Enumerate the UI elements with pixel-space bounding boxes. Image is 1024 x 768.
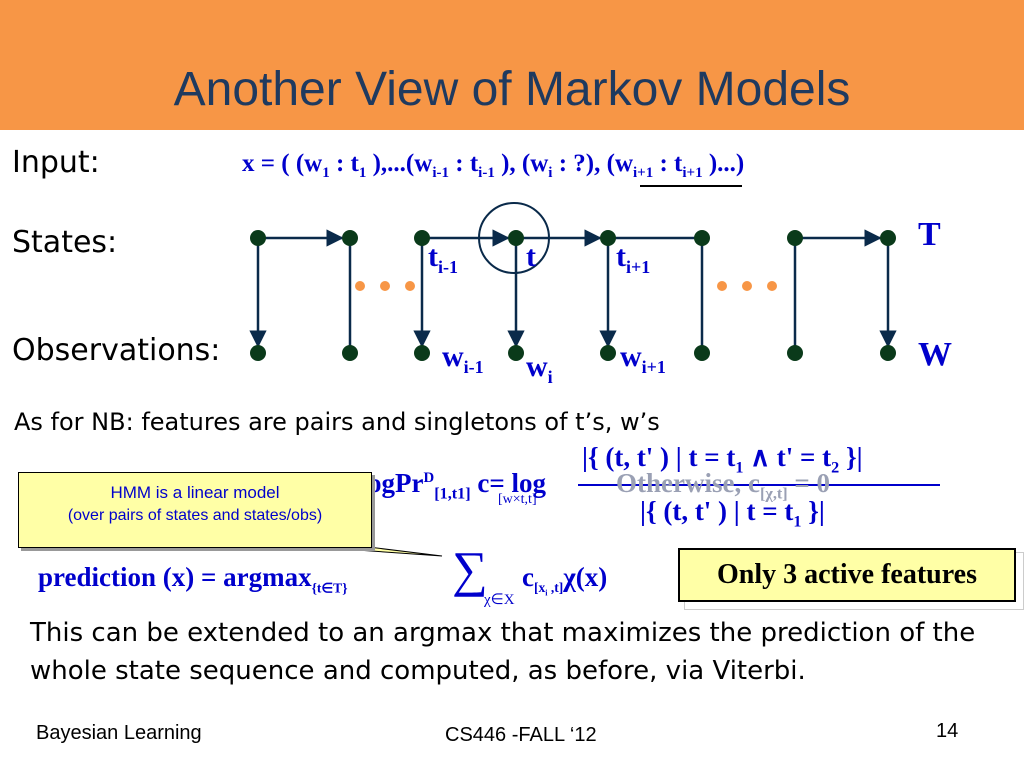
- footer-center: CS446 -FALL ‘12: [445, 724, 597, 746]
- nb-features-text: As for NB: features are pairs and single…: [14, 408, 660, 436]
- obs-label-W: W: [918, 336, 952, 373]
- obs-label-w-im1: wi-1: [442, 340, 484, 377]
- observation-node: [787, 345, 803, 361]
- formula-denominator: |{ (t, t' ) | t = t1 }|: [640, 496, 825, 531]
- state-label-T: T: [918, 216, 941, 253]
- observation-node: [880, 345, 896, 361]
- state-node: [508, 230, 524, 246]
- state-node: [880, 230, 896, 246]
- prediction-formula: prediction (x) = argmax{t∈T}: [38, 562, 348, 596]
- observation-node: [694, 345, 710, 361]
- prediction-term: c[xi ,t]χ(x): [522, 562, 608, 599]
- hmm-linear-model-callout: HMM is a linear model (over pairs of sta…: [18, 472, 372, 548]
- state-label-t: t: [526, 240, 536, 273]
- input-label: Input:: [12, 145, 100, 180]
- page-number: 14: [936, 720, 959, 742]
- callout-line-2: (over pairs of states and states/obs): [67, 507, 323, 524]
- state-label-t-ip1: ti+1: [616, 240, 651, 277]
- observation-node: [342, 345, 358, 361]
- obs-label-w-ip1: wi+1: [620, 340, 666, 377]
- footer-left: Bayesian Learning: [36, 722, 202, 744]
- state-node: [342, 230, 358, 246]
- observation-node: [508, 345, 524, 361]
- observations-label: Observations:: [12, 333, 221, 368]
- hidden-formula-left: ogPrD[1,t1] c= log: [368, 468, 546, 503]
- slide-title: Another View of Markov Models: [173, 63, 851, 116]
- observation-node: [600, 345, 616, 361]
- state-node: [694, 230, 710, 246]
- hidden-formula-sublabel: [w×t,t]: [498, 492, 537, 507]
- summation-symbol: ∑: [452, 541, 488, 597]
- ellipsis-dots: [355, 281, 777, 291]
- observation-nodes: [250, 345, 896, 361]
- input-formula: x = ( (w1 : t1 ),...(wi-1 : ti-1 ), (wi …: [242, 150, 745, 181]
- fraction-bar: [578, 484, 940, 486]
- state-node: [787, 230, 803, 246]
- formula-numerator: |{ (t, t' ) | t = t1 ∧ t' = t2 }|: [582, 442, 863, 477]
- state-node: [250, 230, 266, 246]
- states-label: States:: [12, 225, 118, 260]
- state-nodes: [250, 230, 896, 246]
- conclusion-text: This can be extended to an argmax that m…: [30, 618, 976, 686]
- state-node: [414, 230, 430, 246]
- otherwise-text: Otherwise, c[χ,t] = 0: [616, 468, 831, 503]
- obs-label-w-i: wi: [526, 350, 553, 387]
- state-label-t-im1: ti-1: [428, 240, 458, 277]
- header-band: [0, 0, 1024, 130]
- observation-node: [250, 345, 266, 361]
- observation-node: [414, 345, 430, 361]
- active-features-badge: Only 3 active features: [678, 548, 1016, 602]
- state-node: [600, 230, 616, 246]
- callout-line-1: HMM is a linear model: [110, 483, 280, 502]
- summation-subscript: χ∈X: [484, 592, 515, 608]
